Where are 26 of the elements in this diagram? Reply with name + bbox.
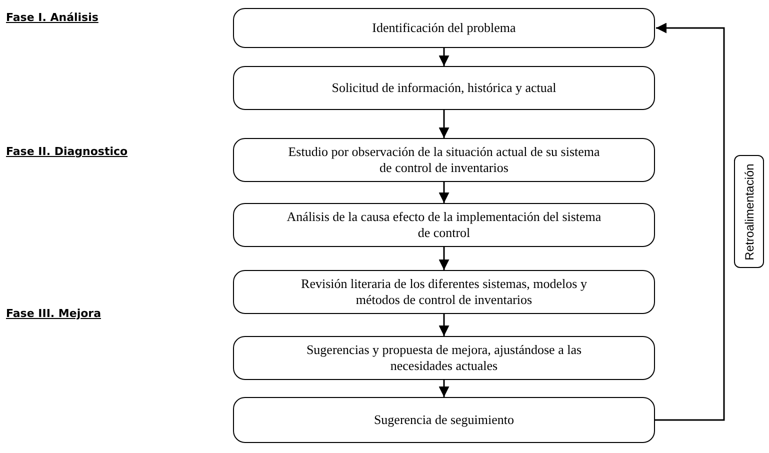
node-text: Identificación del problema — [371, 20, 517, 36]
node-text: Retroalimentación — [743, 163, 755, 260]
node-text: Análisis de la causa efecto de la implementación del sistema de control — [286, 209, 602, 241]
process-box — [233, 203, 655, 247]
node-text: Solicitud de información, histórica y actual — [330, 80, 558, 96]
process-box — [233, 336, 655, 380]
arrow — [438, 182, 450, 203]
process-box — [233, 8, 655, 48]
node-text: Revisión literaria de los diferentes sistemas, modelos y métodos de control de inventarios — [300, 276, 588, 308]
node-text: Estudio por observación de la situación actual de su sistema de control de inventarios — [287, 144, 601, 176]
process-box — [233, 138, 655, 182]
node-text: Sugerencias y propuesta de mejora, ajustándose a las necesidades actuales — [305, 342, 583, 374]
phase-label: Fase I. Análisis — [6, 10, 98, 26]
arrow — [438, 110, 450, 138]
arrow — [438, 380, 450, 397]
label-box — [734, 155, 764, 268]
arrow — [438, 314, 450, 336]
process-box — [233, 66, 655, 110]
arrow — [655, 22, 725, 421]
arrow — [438, 48, 450, 66]
process-box — [233, 397, 655, 443]
arrow — [438, 247, 450, 270]
node-text: Sugerencia de seguimiento — [372, 412, 516, 428]
phase-label: Fase II. Diagnostico — [6, 144, 128, 160]
phase-label: Fase III. Mejora — [6, 306, 101, 322]
process-box — [233, 270, 655, 314]
